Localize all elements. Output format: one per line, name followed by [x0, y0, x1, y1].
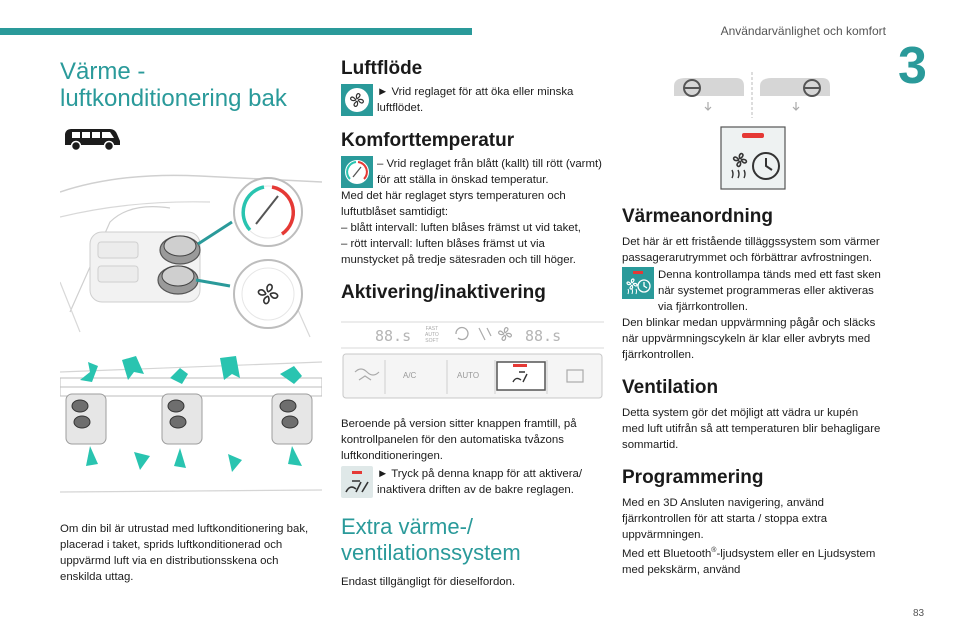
programming-text-2b: -ljudsystem eller en Ljudsystem med peks… [622, 547, 876, 576]
auto-mode-label: AUTO [425, 332, 439, 338]
ventilation-text: Detta system gör det möjligt att vädra u… [622, 407, 881, 451]
page-number: 83 [913, 608, 925, 619]
auto-button[interactable]: AUTO [457, 371, 480, 380]
van-icon [65, 129, 120, 152]
programming-text-2a: Med ett Bluetooth [622, 547, 712, 560]
section-title-rear-ac: Värme - luftkonditionering bak [60, 58, 287, 112]
programming-text-2: Med ett Bluetooth®-ljudsystem eller en L… [622, 543, 882, 578]
ceiling-vents-illustration [60, 356, 322, 493]
rear-control-knobs-illustration [60, 162, 322, 340]
chapter-number: 3 [898, 37, 927, 95]
comfort-text-3: – blått intervall: luften blåses främst … [341, 222, 581, 234]
airflow-heading: Luftflöde [341, 58, 423, 79]
lamp-text: Denna kontrollampa tänds med ett fast sk… [658, 269, 881, 313]
extra-heating-text: Endast tillgängligt för dieselfordon. [341, 576, 516, 588]
comfort-text-4: – rött intervall: luften blåses främst u… [341, 238, 576, 266]
column-rear-ac-body: Om din bil är utrustad med luftkondition… [60, 521, 322, 585]
rear-controls-button-icon [341, 466, 373, 498]
heater-warning-lamp-illustration [720, 126, 786, 190]
column-controls: Luftflöde ► Vrid reglaget för att öka el… [341, 58, 604, 304]
activation-heading: Aktivering/inaktivering [341, 282, 546, 303]
rear-controls-button[interactable] [497, 362, 545, 390]
left-temp-display: 88.s [375, 327, 412, 345]
programming-heading: Programmering [622, 467, 764, 488]
temperature-knob-icon [341, 156, 373, 188]
soft-label: SOFT [425, 338, 439, 344]
fast-label: FAST [425, 326, 439, 332]
airflow-step: ► Vrid reglaget för att öka eller minska… [341, 84, 604, 116]
fan-knob-icon [341, 84, 373, 116]
comfort-temperature-heading: Komforttemperatur [341, 130, 515, 151]
right-temp-display: 88.s [525, 327, 562, 345]
activation-step-text: ► Tryck på denna knapp för att aktivera/… [377, 468, 583, 496]
extra-heating-heading: Extra värme-/ ventilationssystem [341, 514, 521, 565]
heater-lamp-icon [622, 267, 654, 299]
activation-text: Beroende på version sitter knappen framt… [341, 418, 577, 462]
fan-mode-labels: FAST AUTO SOFT [425, 326, 439, 344]
rear-ac-description: Om din bil är utrustad med luftkondition… [60, 523, 309, 583]
column-rear-ac: Värme - luftkonditionering bak [60, 52, 322, 112]
column-heater: Värmeanordning Det här är ett fristående… [622, 206, 882, 578]
ac-button[interactable]: A/C [403, 371, 417, 380]
dual-zone-control-panel: 88.s FAST AUTO SOFT 88.s A/C AUTO [341, 314, 604, 406]
chapter-title: Användarvänlighet och komfort [720, 24, 886, 38]
heater-text: Det här är ett fristående tilläggssystem… [622, 236, 880, 264]
registered-mark: ® [711, 547, 717, 554]
programming-text-1: Med en 3D Ansluten navigering, använd fj… [622, 497, 828, 541]
steering-position-illustration [674, 72, 830, 118]
ventilation-heading: Ventilation [622, 377, 719, 398]
column-controls-lower: Beroende på version sitter knappen framt… [341, 416, 604, 590]
comfort-text-2: Med det här reglaget styrs temperaturen … [341, 190, 566, 218]
heater-heading: Värmeanordning [622, 206, 773, 227]
blink-text: Den blinkar medan uppvärmning pågår och … [622, 317, 876, 361]
chapter-color-bar [0, 28, 472, 35]
activation-step: ► Tryck på denna knapp för att aktivera/… [341, 466, 604, 498]
comfort-step: – Vrid reglaget från blått (kallt) till … [341, 156, 604, 188]
comfort-text-1: – Vrid reglaget från blått (kallt) till … [377, 158, 602, 186]
lamp-step: Denna kontrollampa tänds med ett fast sk… [622, 267, 882, 315]
airflow-text: ► Vrid reglaget för att öka eller minska… [377, 86, 574, 114]
